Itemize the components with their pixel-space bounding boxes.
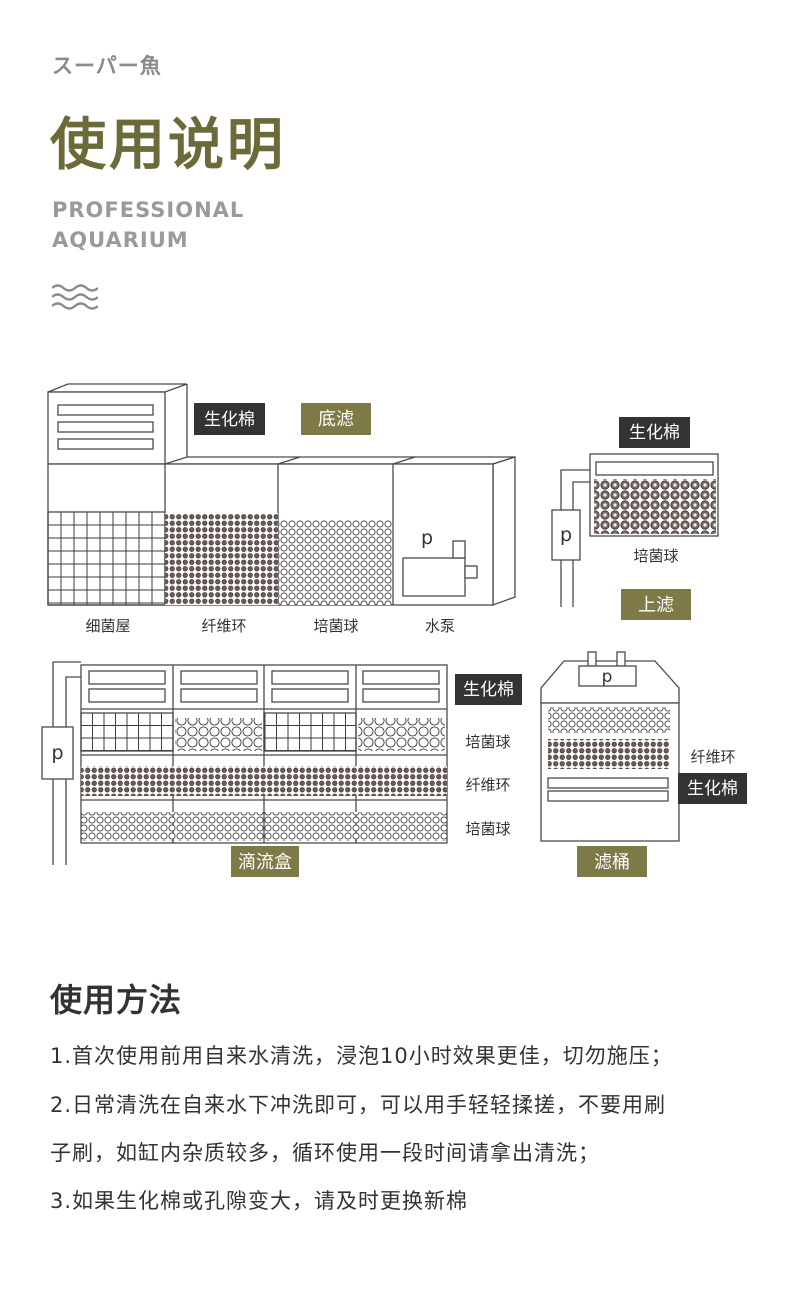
canister-bio-cotton-tag-bg xyxy=(678,773,747,804)
canister-pump-letter: p xyxy=(602,667,613,687)
drip-label-fiber-ring: 纤维环 xyxy=(465,776,510,794)
top-bio-cotton-tag: 生化棉 xyxy=(629,423,680,443)
subtitle-line-1: PROFESSIONAL xyxy=(52,198,245,222)
usage-title: 使用方法 xyxy=(50,981,183,1019)
top-pump-letter: p xyxy=(560,524,572,546)
top-filter-diagram xyxy=(551,453,719,607)
brand-name: スーパー魚 xyxy=(52,54,162,78)
drip-label-culture-ball-2: 培菌球 xyxy=(465,820,510,838)
bottom-pump-letter: p xyxy=(421,527,433,549)
bottom-label-fiber-ring: 纤维环 xyxy=(201,617,246,635)
usage-step-2-cont: 子刷，如缸内杂质较多，循环使用一段时间请拿出清洗； xyxy=(50,1141,600,1165)
page-title: 使用说明 xyxy=(50,113,286,178)
drip-bio-cotton-tag-bg xyxy=(455,674,522,705)
filter-diagram: p 生化棉 底滤 细菌屋 纤维环 培菌球 水泵 p 生化棉 培菌球 上滤 xyxy=(41,383,747,877)
canister-label-fiber-ring: 纤维环 xyxy=(690,748,735,766)
top-bio-cotton-tag-bg xyxy=(619,417,690,448)
usage-step-1: 1.首次使用前用自来水清洗，浸泡10小时效果更佳，切勿施压； xyxy=(50,1044,673,1068)
drip-box-tag-bg xyxy=(231,846,299,877)
bottom-label-bacteria-house: 细菌屋 xyxy=(85,617,130,635)
usage-step-2: 2.日常清洗在自来水下冲洗即可，可以用手轻轻揉搓，不要用刷 xyxy=(50,1093,667,1117)
drip-label-culture-ball-1: 培菌球 xyxy=(465,733,510,751)
bottom-label-culture-ball: 培菌球 xyxy=(313,617,358,635)
wave-lines-icon xyxy=(52,284,98,310)
drip-box-tag: 滴流盒 xyxy=(238,852,292,873)
drip-pump-letter: p xyxy=(51,742,63,764)
bottom-filter-diagram xyxy=(47,383,516,606)
top-filter-tag: 上滤 xyxy=(638,595,674,616)
bottom-filter-tag-bg xyxy=(301,403,371,435)
drip-box-diagram xyxy=(41,661,448,865)
top-label-culture-ball: 培菌球 xyxy=(633,547,678,565)
bottom-label-water-pump: 水泵 xyxy=(425,617,455,635)
drip-bio-cotton-tag: 生化棉 xyxy=(463,680,514,700)
top-filter-tag-bg xyxy=(621,589,691,620)
bottom-bio-cotton-tag: 生化棉 xyxy=(204,410,255,430)
bottom-bio-cotton-tag-bg xyxy=(194,403,265,435)
subtitle-line-2: AQUARIUM xyxy=(52,228,189,252)
canister-bio-cotton-tag: 生化棉 xyxy=(687,779,738,799)
canister-diagram xyxy=(540,651,680,842)
canister-tag-bg xyxy=(577,846,647,877)
bottom-filter-tag: 底滤 xyxy=(318,409,354,430)
canister-tag: 滤桶 xyxy=(594,852,630,873)
usage-step-3: 3.如果生化棉或孔隙变大，请及时更换新棉 xyxy=(50,1189,469,1213)
